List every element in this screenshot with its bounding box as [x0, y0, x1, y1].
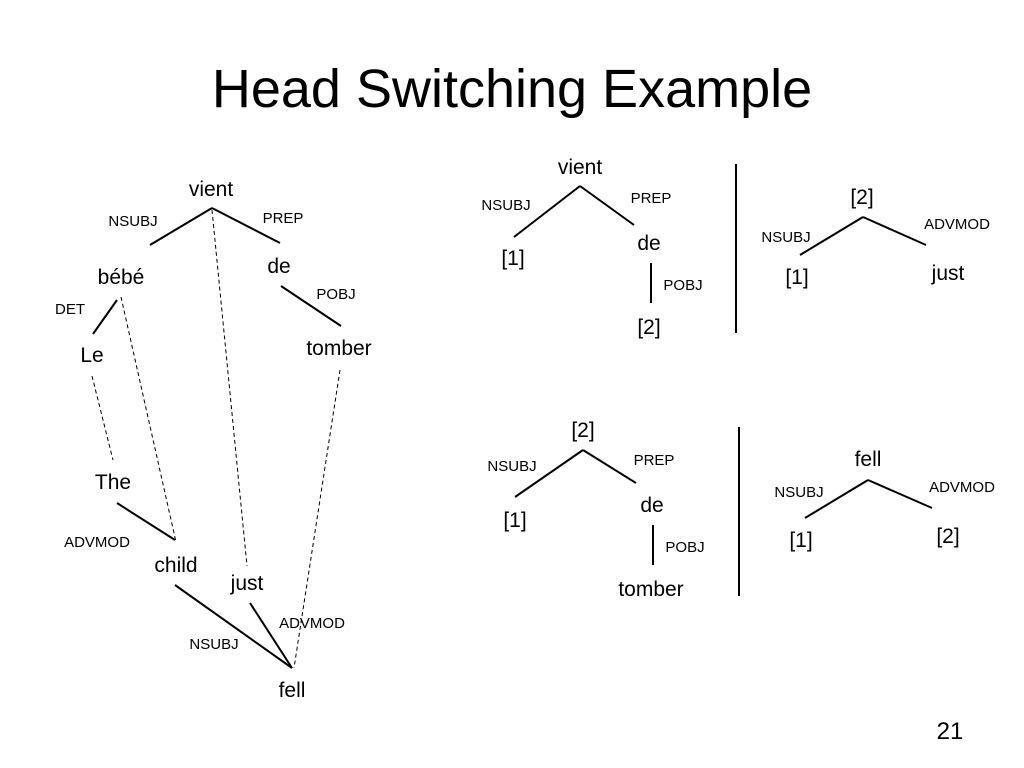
edge-de-tomber — [280, 285, 342, 327]
page-number: 21 — [936, 718, 964, 745]
main-tree: vient bébé de Le tomber The child just f… — [55, 178, 372, 702]
label-nsubj: NSUBJ — [108, 213, 157, 230]
label-advmod: ADVMOD — [929, 479, 995, 496]
label-advmod: ADVMOD — [924, 216, 990, 233]
label-pobj: POBJ — [316, 286, 355, 303]
label-nsubj: NSUBJ — [761, 229, 810, 246]
word-the: The — [95, 471, 131, 494]
node-root: [2] — [850, 186, 873, 209]
node-left: [1] — [503, 509, 526, 532]
align-bebe-child — [120, 296, 177, 543]
edge-root-right — [579, 185, 635, 226]
label-prep: PREP — [263, 210, 304, 227]
label-advmod: ADVMOD — [279, 615, 345, 632]
word-de: de — [267, 255, 290, 278]
node-root: vient — [558, 156, 603, 179]
label-nsubj: NSUBJ — [481, 197, 530, 214]
edge-just-fell — [249, 602, 293, 669]
word-just: just — [230, 572, 264, 595]
node-left: [1] — [789, 529, 812, 552]
edge-vient-de — [211, 207, 281, 244]
node-child: [2] — [637, 316, 660, 339]
edge-vient-bebe — [149, 207, 213, 246]
label-det: DET — [55, 301, 85, 318]
node-right: de — [637, 232, 660, 255]
node-left: [1] — [785, 266, 808, 289]
word-fell: fell — [279, 679, 306, 702]
label-prep: PREP — [634, 452, 675, 469]
edge-root-left — [514, 449, 584, 498]
rule-2-source-tree: [2] [1] de tomber NSUBJ PREP POBJ — [487, 419, 704, 601]
edge-root-right — [582, 449, 637, 484]
align-tomber-fell — [293, 369, 341, 669]
node-left: [1] — [501, 247, 524, 270]
rule-2-target-tree: fell [1] [2] NSUBJ ADVMOD — [774, 448, 995, 552]
label-nsubj: NSUBJ — [189, 636, 238, 653]
align-le-the — [91, 375, 114, 461]
label-pobj: POBJ — [665, 539, 704, 556]
edge-root-left — [804, 479, 869, 519]
edge-root-left — [799, 216, 864, 256]
edge-the-child — [116, 502, 176, 541]
label-nsubj: NSUBJ — [774, 484, 823, 501]
edge-root-right — [862, 216, 927, 246]
label-advmod: ADVMOD — [64, 534, 130, 551]
node-right: [2] — [936, 525, 959, 548]
word-tomber: tomber — [306, 337, 371, 360]
node-root: [2] — [571, 419, 594, 442]
word-vient: vient — [189, 178, 234, 201]
node-right: just — [931, 262, 965, 285]
slide-title: Head Switching Example — [211, 59, 813, 119]
edge-root-left — [513, 185, 581, 238]
align-vient-just — [211, 209, 248, 567]
node-right: de — [640, 494, 663, 517]
edge-root-right — [867, 479, 933, 509]
rule-1-target-tree: [2] [1] just NSUBJ ADVMOD — [761, 186, 990, 289]
label-pobj: POBJ — [663, 277, 702, 294]
label-prep: PREP — [631, 190, 672, 207]
label-nsubj: NSUBJ — [487, 458, 536, 475]
word-le: Le — [80, 344, 103, 367]
edge-child-fell — [174, 584, 293, 669]
word-child: child — [154, 554, 197, 577]
rule-1-source-tree: vient [1] de [2] NSUBJ PREP POBJ — [481, 156, 702, 339]
node-root: fell — [855, 448, 882, 471]
node-child: tomber — [618, 578, 683, 601]
word-bebe: bébé — [98, 266, 145, 289]
edge-bebe-le — [92, 299, 118, 335]
